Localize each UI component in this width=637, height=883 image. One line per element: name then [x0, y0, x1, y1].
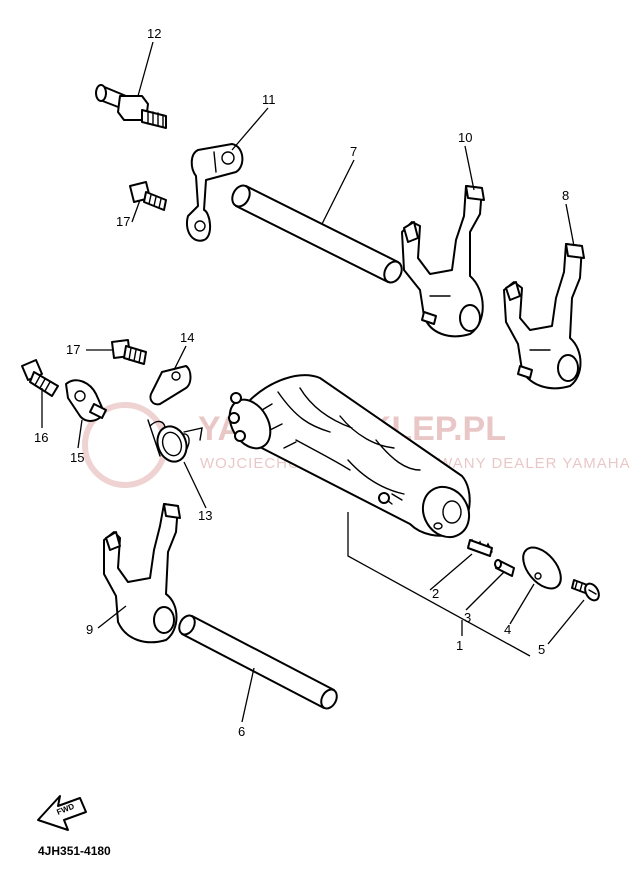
callout-17-middle: 17: [66, 342, 80, 357]
callout-6: 6: [238, 724, 245, 739]
callout-12: 12: [147, 26, 161, 41]
callout-1: 1: [456, 638, 463, 653]
part-bolt-middle: [111, 339, 147, 365]
callout-8: 8: [562, 188, 569, 203]
part-stud-bolt: [95, 84, 167, 129]
part-screw-5: [571, 579, 600, 602]
part-shift-fork-8: [503, 243, 585, 390]
callouts: 12 11 7 10 8 17 17 14 16 15 13 9 6 2 3 4…: [34, 26, 569, 739]
callout-15: 15: [70, 450, 84, 465]
callout-17-upper: 17: [116, 214, 130, 229]
part-torsion-spring: [147, 419, 203, 463]
part-stopper-14: [149, 365, 192, 406]
part-bolt-upper: [129, 181, 167, 211]
part-stopper-plate: [186, 143, 244, 242]
leader-lines: [41, 41, 585, 723]
forward-direction-arrow: FWD: [37, 795, 87, 831]
part-collar-15: [65, 379, 107, 422]
part-segment-plate: [522, 546, 562, 590]
callout-11: 11: [262, 92, 276, 107]
callout-2: 2: [432, 586, 439, 601]
callout-14: 14: [180, 330, 194, 345]
callout-13: 13: [198, 508, 212, 523]
diagram-code: 4JH351-4180: [38, 844, 111, 858]
part-spring-2: [467, 538, 493, 557]
callout-7: 7: [350, 144, 357, 159]
callout-16: 16: [34, 430, 48, 445]
part-guide-bar-upper: [231, 184, 403, 284]
callout-5: 5: [538, 642, 545, 657]
callout-9: 9: [86, 622, 93, 637]
callout-3: 3: [464, 610, 471, 625]
part-shift-fork-9: [103, 503, 181, 644]
part-shift-fork-10: [401, 185, 485, 338]
part-bolt-16: [21, 359, 59, 397]
part-pin-3: [494, 559, 515, 577]
part-guide-bar-lower: [178, 614, 338, 710]
part-shift-drum: [228, 374, 471, 539]
callout-10: 10: [458, 130, 472, 145]
callout-4: 4: [504, 622, 511, 637]
